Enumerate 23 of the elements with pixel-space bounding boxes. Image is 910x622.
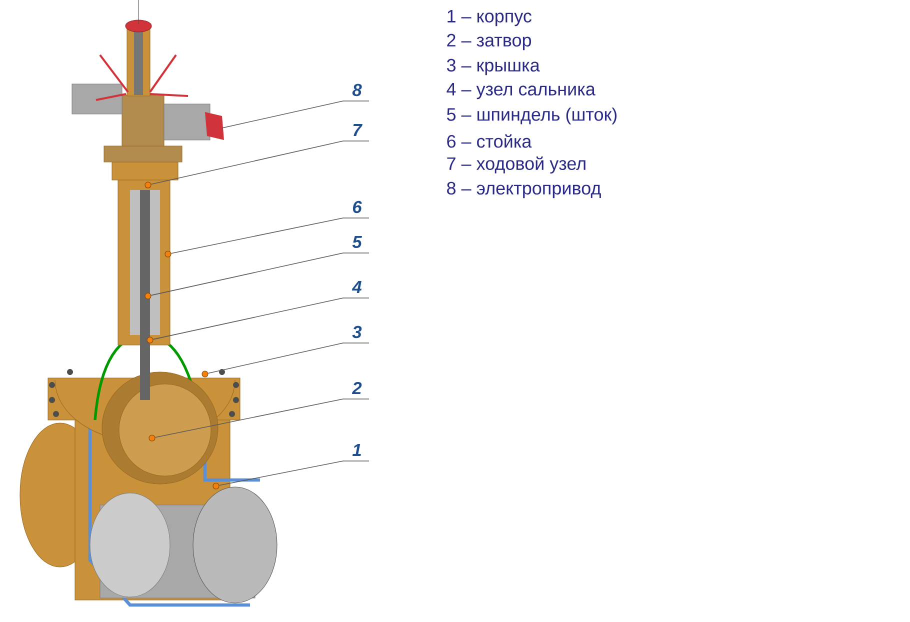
legend-text: 8 – электропривод [447, 182, 601, 198]
leader-line [152, 298, 370, 340]
legend-text: 1 – корпус [448, 10, 532, 26]
legend-text: 4 – узел сальника [446, 82, 596, 100]
legend-text: 5 – шпиндель (шток) [446, 108, 616, 124]
leader-line [170, 218, 370, 254]
callout-number: 1 [352, 444, 361, 456]
legend-text: 7 – ходовой узел [447, 156, 586, 174]
legend-text: 2 – затвор [447, 34, 532, 50]
callout-number: 2 [352, 382, 362, 394]
leader-line [222, 100, 370, 128]
callout-number: 3 [352, 326, 362, 338]
leader-line [208, 342, 370, 374]
callout-number: 7 [353, 124, 362, 136]
legend-text: 3 – крышка [446, 58, 540, 76]
leader-line [154, 398, 370, 438]
callout-number: 6 [352, 200, 362, 214]
leader-line [150, 140, 370, 185]
callout-number: 8 [352, 84, 362, 96]
callout-number: 5 [352, 236, 362, 248]
leader-line [218, 460, 370, 486]
legend-text: 6 – стойка [447, 134, 532, 148]
callout-number: 4 [352, 281, 362, 293]
